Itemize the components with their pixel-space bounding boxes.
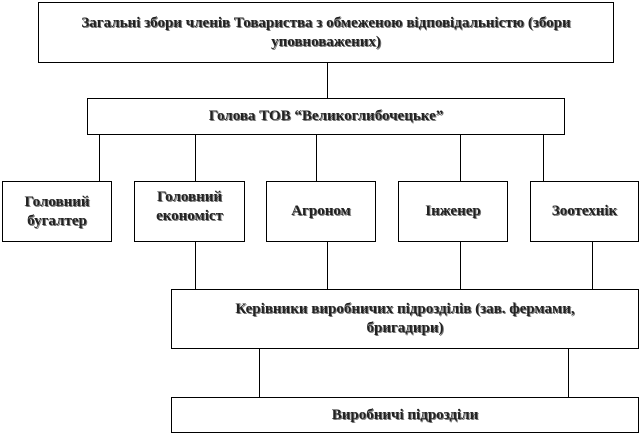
node-managers: Керівники виробничих підрозділів (зав. ф… [171,289,639,349]
node-head: Голова ТОВ “Великоглибочецьке” [87,98,565,135]
connector [327,241,328,289]
node-accountant: Головний бугалтер [2,181,112,242]
node-units: Виробничі підрозділи [171,397,639,433]
connector [460,134,461,181]
connector [259,348,260,397]
node-economist: Головний економіст [134,181,245,242]
connector [195,134,196,181]
node-zootechnician: Зоотехнік [530,181,639,242]
connector [543,134,544,181]
connector [568,348,569,397]
connector [460,241,461,289]
node-agronomist: Агроном [266,181,376,242]
connector [316,134,317,181]
connector [195,241,196,289]
node-assembly: Загальні збори членів Товариства з обмеж… [38,2,614,63]
connector [99,134,100,181]
connector [327,62,328,98]
node-engineer: Інженер [398,181,508,242]
connector [592,241,593,289]
